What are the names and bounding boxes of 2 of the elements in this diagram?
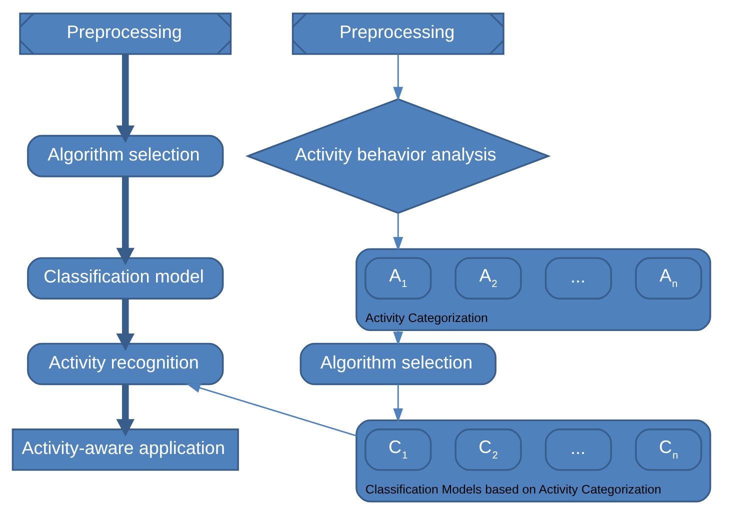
node-label: Activity Categorization [365, 310, 488, 325]
node-label: Classification Models based on Activity Categorization [365, 482, 662, 496]
